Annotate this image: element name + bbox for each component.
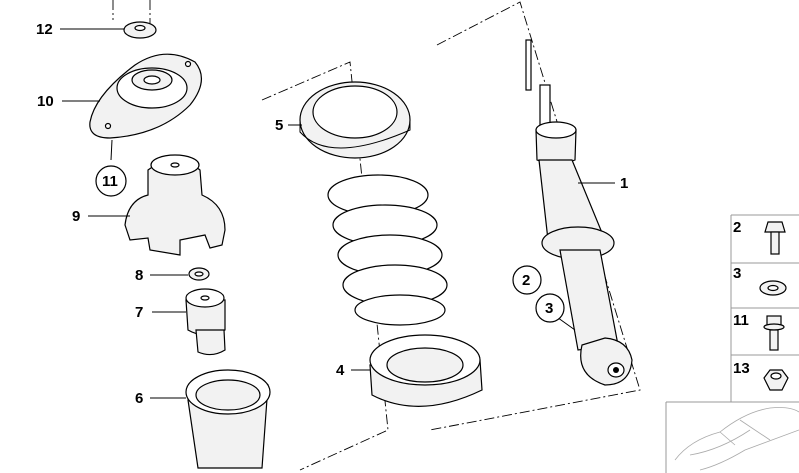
label-10: 10: [37, 93, 54, 110]
mount-axis-line: [112, 0, 151, 25]
vehicle-thumbnail[interactable]: [674, 407, 799, 471]
label-6: 6: [135, 390, 143, 407]
part-12-washer[interactable]: [123, 21, 157, 39]
part-8-ring[interactable]: [188, 267, 210, 281]
label-11: 11: [102, 173, 118, 190]
label-4: 4: [336, 362, 345, 379]
label-3: 3: [545, 300, 553, 317]
part-6-dust-boot[interactable]: [185, 369, 271, 469]
legend-item-3[interactable]: 3: [733, 265, 787, 296]
part-1-shock-absorber[interactable]: [525, 39, 633, 386]
label-2: 2: [522, 272, 530, 289]
legend-item-13[interactable]: 13: [733, 360, 789, 391]
label-3-circle: [535, 293, 565, 323]
bolt-icon: [764, 221, 786, 255]
hardware-legend: 2 3 11 13: [665, 214, 799, 473]
label-12: 12: [36, 21, 53, 38]
coil-spring[interactable]: [327, 174, 448, 326]
label-7: 7: [135, 304, 143, 321]
label-8: 8: [135, 267, 143, 284]
legend-number-13: 13: [733, 360, 750, 377]
part-4-lower-spring-pad[interactable]: [369, 334, 483, 407]
washer-icon: [759, 280, 787, 296]
legend-number-11: 11: [733, 312, 749, 329]
label-5: 5: [275, 117, 283, 134]
label-1: 1: [620, 175, 628, 192]
part-10-top-mount[interactable]: [89, 53, 202, 139]
part-9-cover[interactable]: [124, 154, 226, 256]
part-7-bump-stop[interactable]: [185, 288, 226, 356]
label-9: 9: [72, 208, 80, 225]
nut-icon: [763, 369, 789, 391]
legend-number-2: 2: [733, 219, 741, 236]
legend-number-3: 3: [733, 265, 741, 282]
legend-item-2[interactable]: 2: [733, 219, 786, 255]
flange-bolt-icon: [763, 315, 785, 351]
label-11-circle: [95, 165, 127, 197]
part-5-spring-pad[interactable]: [299, 81, 411, 159]
label-2-circle: [512, 265, 542, 295]
legend-item-11[interactable]: 11: [733, 312, 785, 351]
